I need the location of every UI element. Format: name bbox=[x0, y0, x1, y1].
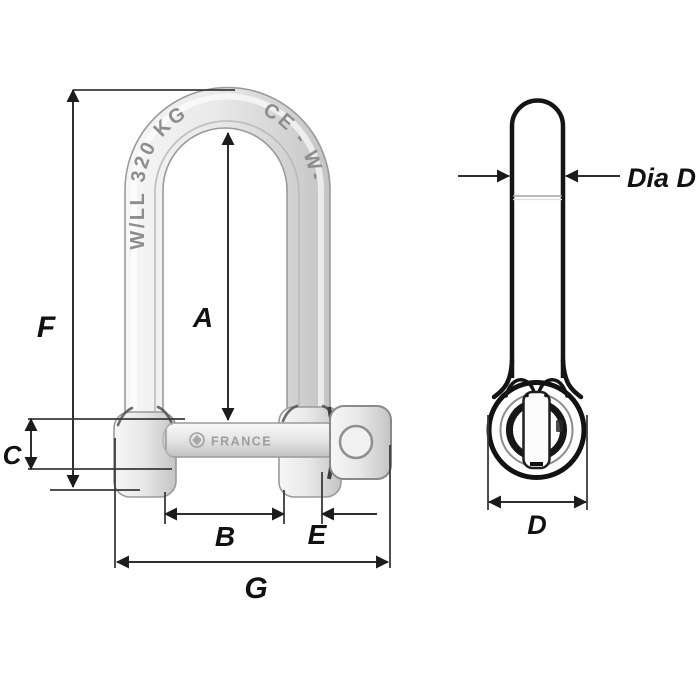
dim-label-b: B bbox=[215, 521, 235, 552]
pin-end-dot-left bbox=[525, 393, 529, 398]
dim-label-f: F bbox=[37, 311, 56, 344]
eye-bore-arcs bbox=[505, 401, 568, 459]
dimension-a: A bbox=[192, 131, 235, 422]
dim-label-e: E bbox=[308, 519, 328, 550]
dim-label-dia-d: Dia D bbox=[627, 163, 696, 193]
pin-end-bar bbox=[522, 390, 551, 470]
pin-marking-text: FRANCE bbox=[211, 435, 272, 449]
dim-label-g: G bbox=[244, 572, 267, 605]
pin-head-socket bbox=[338, 424, 374, 460]
dimension-b: B bbox=[163, 490, 286, 552]
front-view: W/LL 320 KG CE - W- FRANCE F A C bbox=[3, 86, 392, 605]
pin-brand-logo bbox=[189, 432, 205, 448]
dimension-e: E bbox=[308, 472, 377, 550]
dimension-f: F bbox=[37, 88, 235, 491]
pin-shank-side bbox=[509, 98, 566, 378]
pin-left-cap bbox=[162, 423, 174, 457]
dimension-c: C bbox=[3, 417, 185, 471]
dim-label-d: D bbox=[527, 510, 547, 540]
dimension-d: D bbox=[487, 415, 588, 540]
bow-highlight bbox=[131, 93, 324, 420]
pin-end-dot-right bbox=[544, 393, 548, 398]
eye-horns bbox=[504, 378, 569, 398]
dim-label-a: A bbox=[192, 302, 213, 333]
side-view: Dia D D bbox=[458, 98, 696, 540]
shackle-bow bbox=[124, 86, 331, 427]
eye-shadow-mark bbox=[556, 420, 563, 432]
bow-shade-line bbox=[154, 120, 300, 418]
dimension-dia-d: Dia D bbox=[458, 163, 696, 193]
eye-flares bbox=[491, 357, 584, 400]
left-pin-lug bbox=[113, 411, 177, 498]
dim-label-c: C bbox=[3, 440, 23, 470]
dimension-g: G bbox=[114, 438, 391, 605]
